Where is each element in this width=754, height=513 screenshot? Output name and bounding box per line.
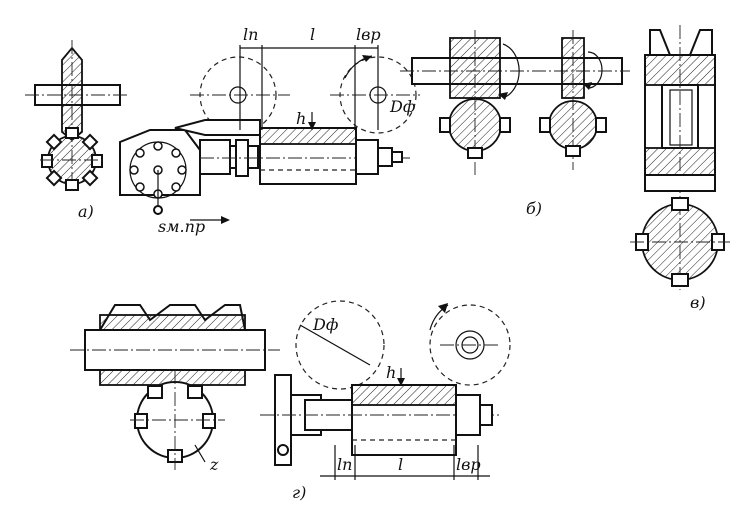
label-g: г) bbox=[292, 483, 306, 502]
dim-h-top: h bbox=[296, 109, 306, 128]
figure-a-machine-assembly bbox=[119, 45, 420, 224]
dim-h-bottom: h bbox=[386, 363, 396, 382]
label-v: в) bbox=[690, 293, 706, 312]
label-z: z bbox=[209, 455, 219, 474]
figure-a-small-gear-cutter bbox=[25, 40, 130, 191]
dim-l-bottom: l bbox=[398, 455, 403, 474]
dim-ln-top: lп bbox=[243, 25, 258, 44]
dim-l-top: l bbox=[310, 25, 315, 44]
label-a: а) bbox=[78, 202, 94, 221]
dim-ln-bottom: lп bbox=[337, 455, 352, 474]
dim-dphi-top: Dф bbox=[389, 97, 415, 116]
dim-lvr-bottom: lвр bbox=[456, 455, 481, 474]
figure-v-cutter-front bbox=[630, 25, 730, 290]
figure-g-machine-assembly bbox=[70, 300, 511, 480]
dim-lvr-top: lвр bbox=[356, 25, 381, 44]
figure-b-gang-cutter bbox=[400, 30, 630, 175]
label-b: б) bbox=[526, 199, 542, 218]
feed-s-label: sм.пр bbox=[158, 217, 205, 236]
dim-dphi-bottom: Dф bbox=[312, 315, 338, 334]
